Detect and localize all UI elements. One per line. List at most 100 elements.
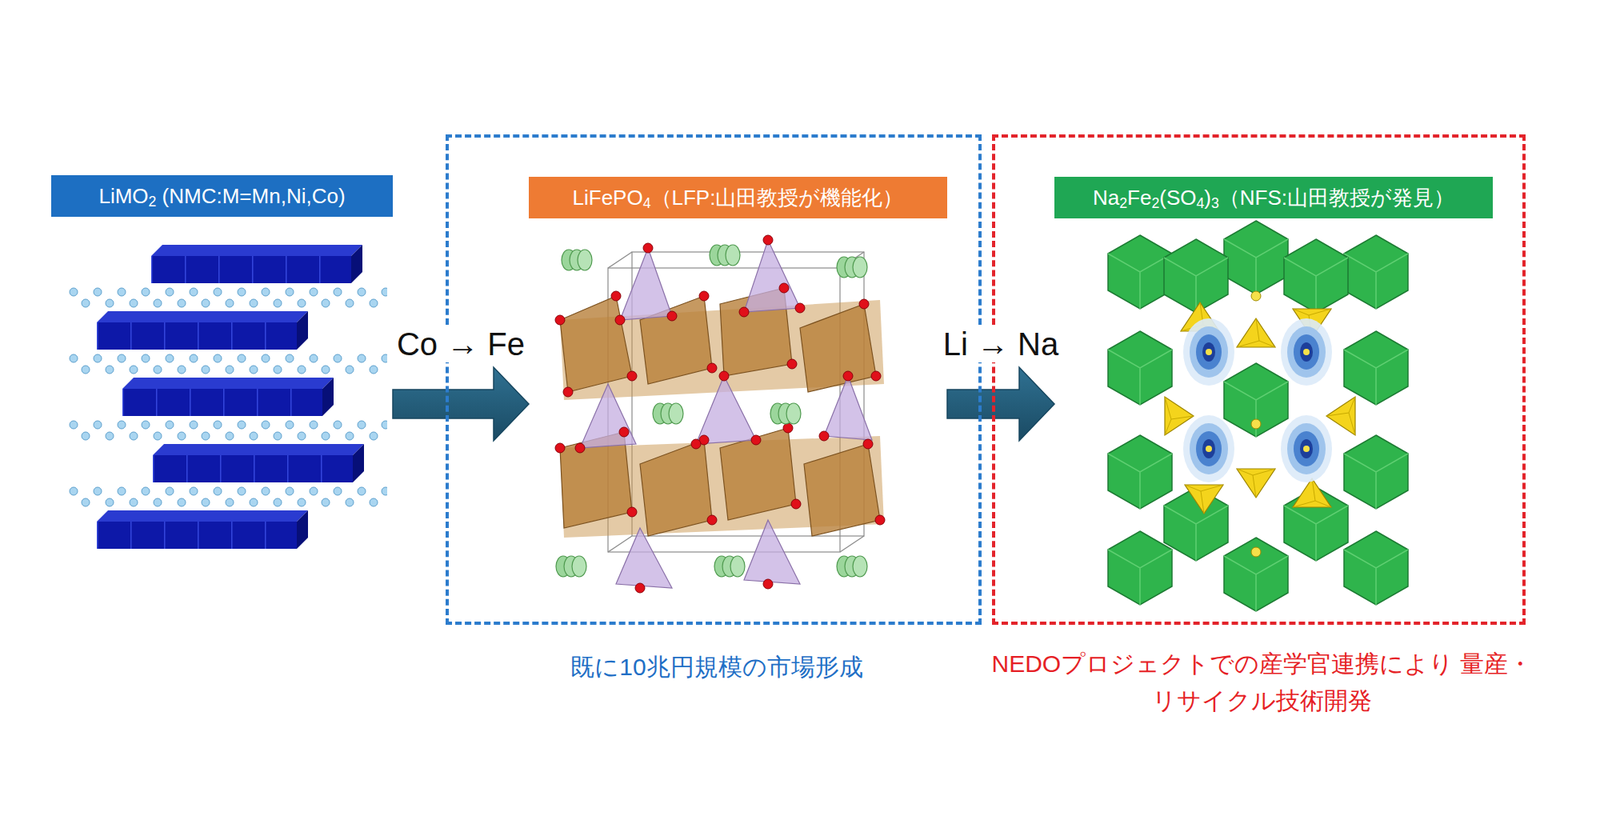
olivine-structure <box>580 384 636 448</box>
olivine-structure <box>615 315 625 325</box>
olivine-structure <box>707 515 717 525</box>
olivine-structure <box>619 427 629 437</box>
alluaudite-structure <box>1284 239 1348 313</box>
olivine-structure <box>652 403 684 424</box>
alluaudite-structure <box>1344 531 1408 605</box>
alluaudite-structure <box>1292 478 1332 508</box>
layered-structure <box>122 377 334 416</box>
alluaudite-structure <box>1344 235 1408 309</box>
alluaudite-structure <box>1108 531 1172 605</box>
subscript: 4 <box>643 195 652 212</box>
olivine-structure <box>627 507 637 517</box>
block-arrow <box>392 367 529 441</box>
layered-structure <box>151 244 363 284</box>
olivine-structure <box>575 443 585 453</box>
olivine-structure <box>707 363 717 373</box>
alluaudite-structure <box>1326 396 1356 436</box>
dashed-frame: 既に10兆円規模の市場形成LiFePO4（LFP:山田教授が機能化） <box>445 134 982 625</box>
olivine-structure <box>795 303 805 313</box>
olivine-structure <box>616 528 672 588</box>
substitution-label: Co → Fe <box>393 325 528 363</box>
olivine-structure <box>555 235 885 593</box>
olivine-structure <box>791 499 801 509</box>
caption-text: 既に10兆円規模の市場形成 <box>400 648 1033 686</box>
alluaudite-structure <box>1251 419 1261 429</box>
dashed-frame: NEDOプロジェクトでの産学官連携により 量産・リサイクル技術開発Na2Fe2(… <box>992 134 1526 625</box>
alluaudite-structure <box>1280 318 1332 386</box>
caption-text: NEDOプロジェクトでの産学官連携により 量産・リサイクル技術開発 <box>947 645 1577 720</box>
olivine-structure <box>696 376 756 444</box>
layered-structure <box>67 418 388 443</box>
formula-text: Na2Fe2(SO4)3（NFS:山田教授が発見） <box>1092 184 1455 212</box>
alluaudite-structure <box>1344 331 1408 405</box>
olivine-structure <box>699 291 709 301</box>
olivine-structure <box>779 283 789 293</box>
alluaudite-structure <box>1280 415 1332 483</box>
layered-structure <box>67 484 388 509</box>
subscript: 2 <box>1119 195 1128 212</box>
alluaudite-structure <box>1224 537 1288 612</box>
olivine-structure <box>580 240 872 588</box>
olivine-structure <box>763 579 773 589</box>
olivine-structure <box>804 444 880 536</box>
olivine-structure <box>800 304 876 392</box>
alluaudite-structure <box>1164 239 1228 313</box>
olivine-structure <box>563 387 573 397</box>
alluaudite-structure <box>1236 468 1276 498</box>
subscript: 4 <box>1196 195 1204 212</box>
olivine-structure <box>787 359 797 369</box>
olivine-structure <box>836 556 868 577</box>
formula-tag: Na2Fe2(SO4)3（NFS:山田教授が発見） <box>1054 176 1493 219</box>
layered-structure <box>96 510 308 549</box>
olivine-structure <box>555 443 565 453</box>
formula-text: LiMO2 (NMC:M=Mn,Ni,Co) <box>98 184 345 209</box>
formula-text: LiFePO4（LFP:山田教授が機能化） <box>572 184 904 212</box>
olivine-structure <box>691 439 701 449</box>
olivine-structure <box>635 583 645 593</box>
olivine-structure <box>751 435 761 445</box>
olivine-structure <box>859 299 869 309</box>
alluaudite-structure <box>1184 484 1224 514</box>
olivine-structure <box>783 423 793 433</box>
olivine-structure <box>770 403 801 424</box>
olivine-structure <box>555 235 885 593</box>
olivine-structure <box>843 371 853 381</box>
layered-structure <box>67 285 388 310</box>
alluaudite-structure <box>1108 435 1172 509</box>
olivine-structure <box>561 249 592 271</box>
layered-structure <box>152 444 364 483</box>
alluaudite-structure <box>1344 435 1408 509</box>
olivine-structure <box>620 248 672 320</box>
olivine-structure <box>875 515 885 525</box>
olivine-structure <box>560 288 880 536</box>
alluaudite-structure <box>1183 318 1235 386</box>
olivine-structure <box>611 291 621 301</box>
olivine-structure <box>739 307 749 317</box>
subscript: 2 <box>1151 195 1160 212</box>
alluaudite-structure <box>1108 220 1408 612</box>
olivine-structure <box>744 520 800 584</box>
olivine-structure <box>744 240 800 312</box>
subscript: 2 <box>148 193 157 210</box>
block-arrow <box>947 367 1055 441</box>
olivine-structure <box>667 311 677 321</box>
olivine-structure <box>640 440 712 536</box>
olivine-structure <box>819 431 829 441</box>
alluaudite-structure <box>1251 291 1261 557</box>
alluaudite-structure <box>1251 291 1261 301</box>
formula-tag: LiMO2 (NMC:M=Mn,Ni,Co) <box>51 175 393 217</box>
alluaudite-structure <box>1251 547 1261 557</box>
alluaudite-structure <box>1224 220 1288 295</box>
alluaudite-structure <box>1183 415 1235 483</box>
olivine-structure <box>719 371 729 381</box>
olivine-structure <box>763 235 773 245</box>
subscript: 3 <box>1211 195 1220 212</box>
olivine-structure <box>836 256 868 278</box>
olivine-structure <box>709 244 740 266</box>
olivine-structure <box>556 556 587 577</box>
alluaudite-structure <box>1236 318 1276 348</box>
